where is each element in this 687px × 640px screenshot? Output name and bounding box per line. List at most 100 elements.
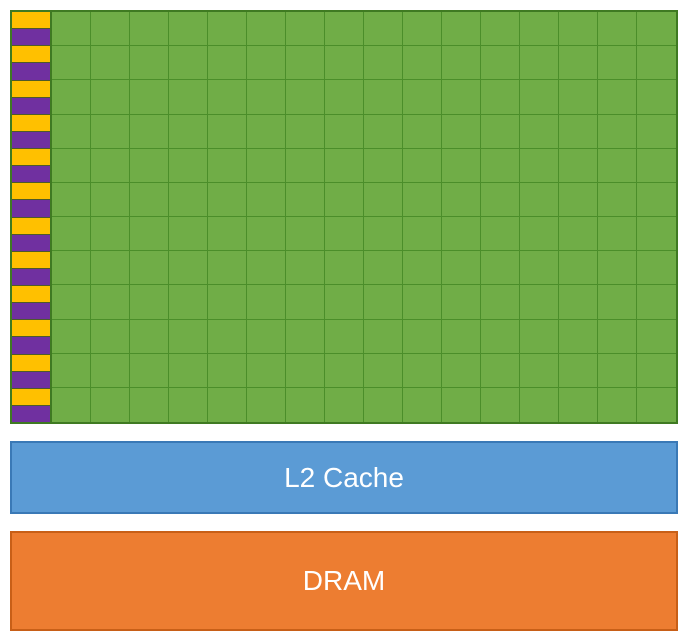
core-cell bbox=[325, 46, 364, 81]
core-cell bbox=[481, 353, 520, 388]
l2-cache-label: L2 Cache bbox=[284, 461, 404, 493]
core-cell bbox=[325, 319, 364, 354]
core-cell bbox=[169, 114, 208, 149]
core-cell bbox=[91, 251, 130, 286]
control-unit bbox=[12, 388, 50, 406]
core-cell bbox=[559, 387, 598, 422]
cache-unit bbox=[12, 29, 50, 47]
core-cell bbox=[169, 387, 208, 422]
core-cell bbox=[364, 80, 403, 115]
core-cell bbox=[286, 12, 325, 47]
control-unit bbox=[12, 251, 50, 269]
core-cell bbox=[637, 46, 676, 81]
core-cell bbox=[403, 114, 442, 149]
l2-cache-block: L2 Cache bbox=[10, 441, 678, 514]
core-cell bbox=[247, 80, 286, 115]
core-cell bbox=[169, 319, 208, 354]
core-cell bbox=[364, 217, 403, 252]
core-cell bbox=[130, 285, 169, 320]
core-cell bbox=[442, 353, 481, 388]
core-cell bbox=[130, 46, 169, 81]
core-cell bbox=[481, 182, 520, 217]
core-cell bbox=[325, 80, 364, 115]
core-cell bbox=[364, 251, 403, 286]
core-cell bbox=[247, 251, 286, 286]
core-cell bbox=[169, 353, 208, 388]
core-cell bbox=[208, 217, 247, 252]
control-unit bbox=[12, 12, 50, 30]
core-cell bbox=[286, 285, 325, 320]
core-cell bbox=[520, 387, 559, 422]
core-cell bbox=[286, 353, 325, 388]
core-cell bbox=[364, 319, 403, 354]
core-cell bbox=[130, 319, 169, 354]
core-cell bbox=[403, 182, 442, 217]
core-cell bbox=[208, 285, 247, 320]
core-cell bbox=[208, 46, 247, 81]
core-cell bbox=[403, 217, 442, 252]
core-cell bbox=[52, 80, 91, 115]
core-cell bbox=[169, 148, 208, 183]
core-cell bbox=[598, 319, 637, 354]
core-cell bbox=[364, 46, 403, 81]
core-cell bbox=[169, 217, 208, 252]
core-grid bbox=[52, 12, 676, 422]
core-cell bbox=[52, 148, 91, 183]
core-cell bbox=[442, 46, 481, 81]
core-cell bbox=[637, 148, 676, 183]
core-cell bbox=[442, 251, 481, 286]
cache-unit bbox=[12, 131, 50, 149]
core-cell bbox=[169, 46, 208, 81]
core-cell bbox=[169, 80, 208, 115]
core-cell bbox=[481, 217, 520, 252]
core-cell bbox=[442, 319, 481, 354]
core-cell bbox=[442, 217, 481, 252]
core-cell bbox=[637, 217, 676, 252]
core-cell bbox=[637, 80, 676, 115]
control-cache-column bbox=[12, 12, 52, 422]
core-cell bbox=[286, 182, 325, 217]
core-cell bbox=[403, 387, 442, 422]
core-cell bbox=[130, 182, 169, 217]
core-cell bbox=[91, 80, 130, 115]
core-cell bbox=[520, 46, 559, 81]
core-cell bbox=[91, 46, 130, 81]
cache-unit bbox=[12, 268, 50, 286]
core-cell bbox=[598, 114, 637, 149]
core-cell bbox=[130, 217, 169, 252]
core-cell bbox=[130, 353, 169, 388]
core-cell bbox=[520, 217, 559, 252]
core-cell bbox=[286, 217, 325, 252]
core-cell bbox=[91, 12, 130, 47]
core-cell bbox=[325, 387, 364, 422]
core-cell bbox=[442, 182, 481, 217]
core-cell bbox=[442, 148, 481, 183]
core-cell bbox=[403, 80, 442, 115]
core-cell bbox=[130, 12, 169, 47]
core-cell bbox=[559, 12, 598, 47]
core-cell bbox=[91, 182, 130, 217]
core-cell bbox=[286, 148, 325, 183]
core-cell bbox=[286, 319, 325, 354]
core-cell bbox=[559, 251, 598, 286]
core-cell bbox=[169, 251, 208, 286]
core-cell bbox=[598, 353, 637, 388]
core-cell bbox=[52, 319, 91, 354]
core-cell bbox=[637, 285, 676, 320]
core-cell bbox=[520, 114, 559, 149]
control-unit bbox=[12, 80, 50, 98]
core-cell bbox=[598, 251, 637, 286]
core-cell bbox=[520, 12, 559, 47]
core-cell bbox=[52, 12, 91, 47]
cache-unit bbox=[12, 63, 50, 81]
core-cell bbox=[598, 217, 637, 252]
core-cell bbox=[520, 353, 559, 388]
control-unit bbox=[12, 217, 50, 235]
core-cell bbox=[247, 114, 286, 149]
core-cell bbox=[169, 182, 208, 217]
core-cell bbox=[559, 46, 598, 81]
core-cell bbox=[325, 148, 364, 183]
core-cell bbox=[442, 285, 481, 320]
core-cell bbox=[325, 285, 364, 320]
core-cell bbox=[208, 319, 247, 354]
